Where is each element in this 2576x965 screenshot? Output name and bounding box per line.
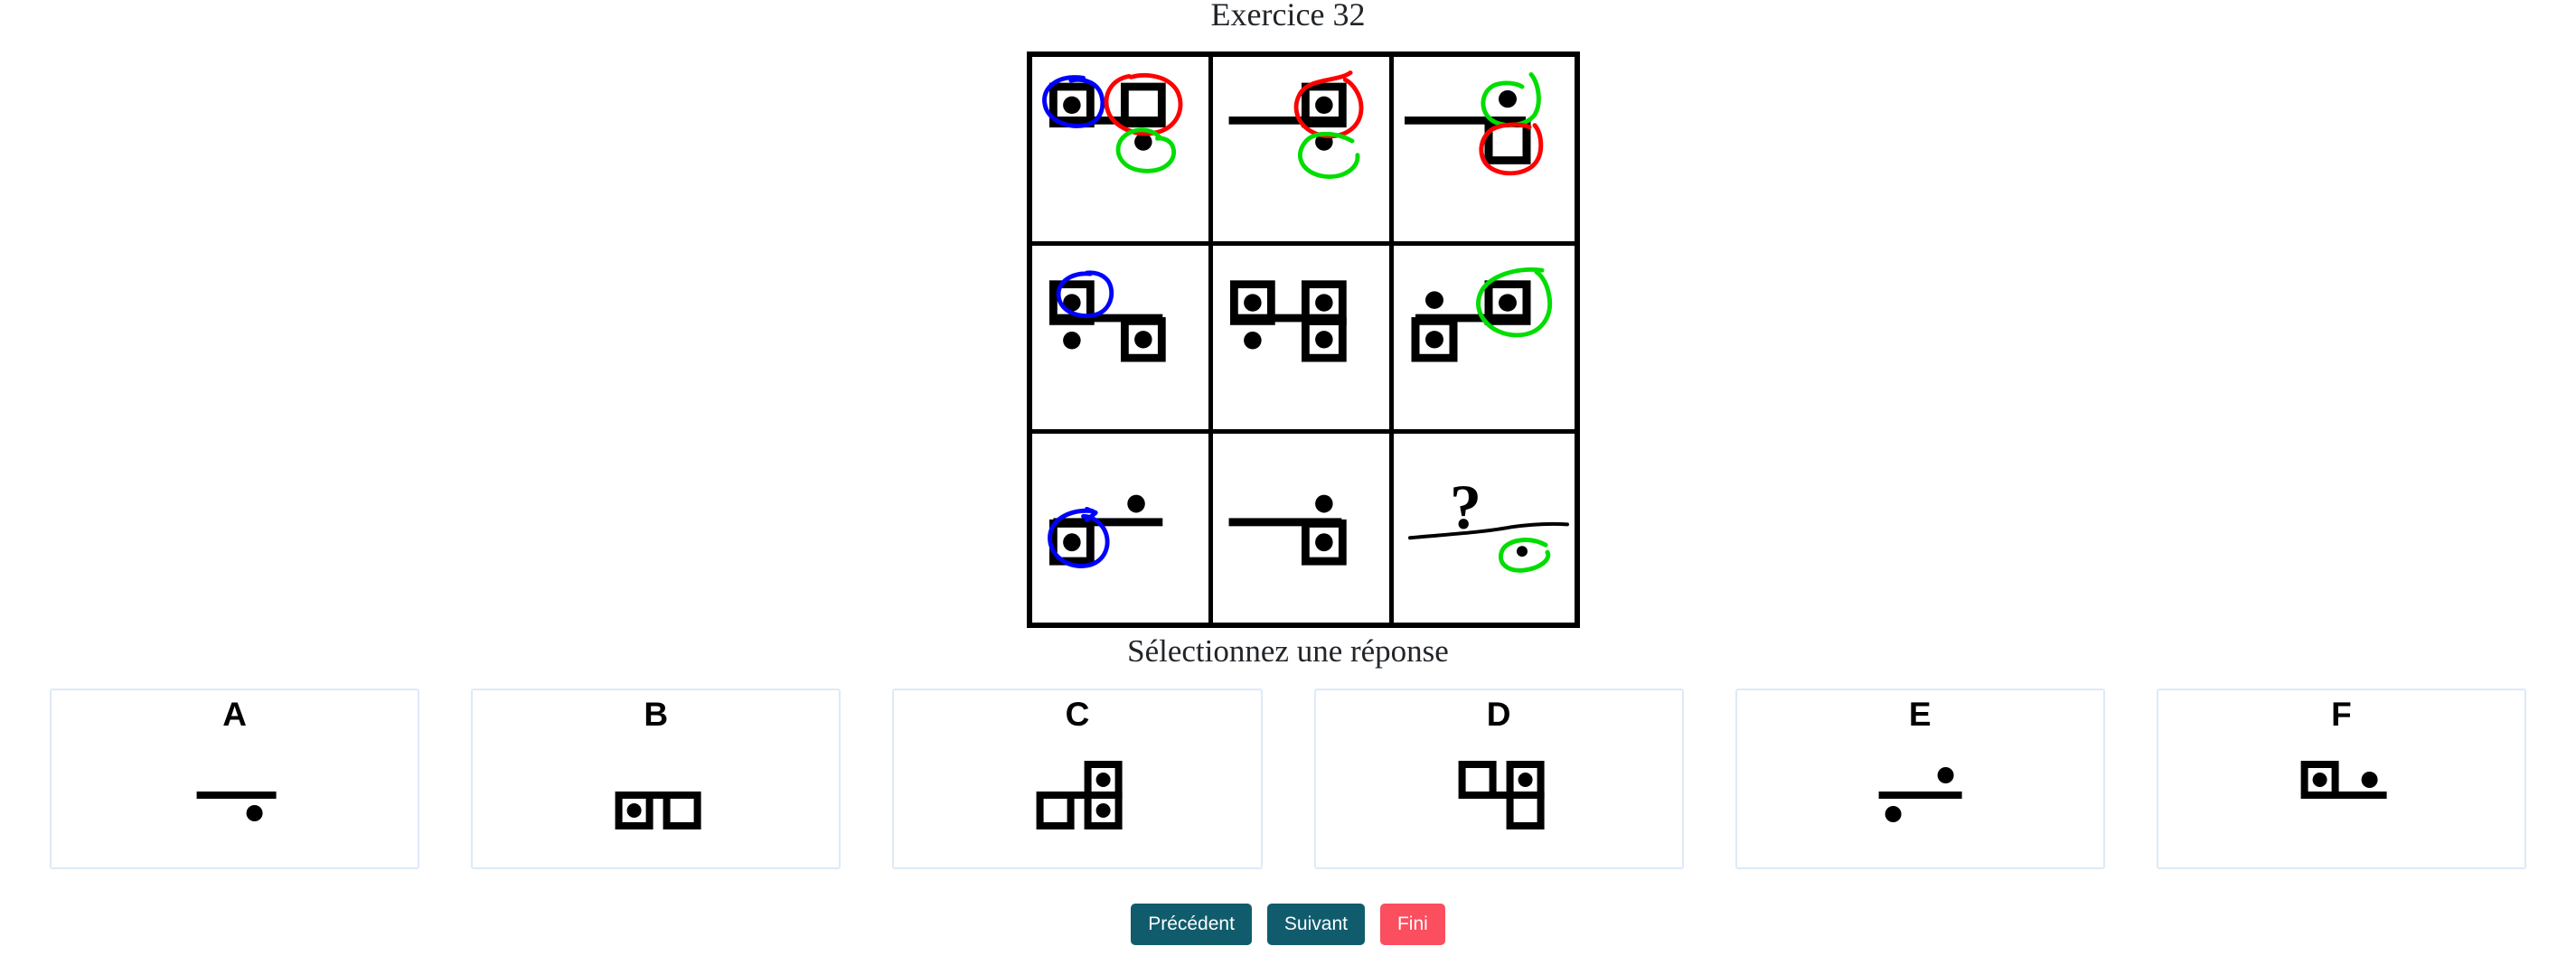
option-figure-f	[2158, 739, 2524, 866]
answer-option-e[interactable]: E	[1735, 689, 2105, 869]
option-letter-a: A	[222, 696, 247, 733]
option-letter-b: B	[644, 696, 669, 733]
matrix-cell-2-2	[1213, 245, 1394, 435]
select-answer-prompt: Sélectionnez une réponse	[1127, 633, 1449, 669]
previous-button[interactable]: Précédent	[1131, 904, 1252, 945]
matrix-cell-1-2	[1213, 57, 1394, 246]
option-figure-b	[473, 739, 839, 866]
answer-option-f[interactable]: F	[2156, 689, 2527, 869]
navigation-buttons: Précédent Suivant Fini	[0, 904, 2576, 945]
option-letter-f: F	[2331, 696, 2352, 733]
matrix-grid: ?	[1032, 57, 1575, 623]
option-figure-a	[52, 739, 418, 866]
finish-button[interactable]: Fini	[1379, 904, 1445, 945]
answer-option-b[interactable]: B	[471, 689, 841, 869]
option-figure-c	[894, 739, 1260, 866]
cell-figure-3-3-question: ?	[1408, 473, 1569, 574]
matrix-cell-3-2	[1213, 434, 1394, 623]
matrix-cell-3-1	[1032, 434, 1213, 623]
cell-figure-3-1	[1048, 494, 1163, 569]
cell-figure-1-3	[1405, 71, 1544, 176]
matrix-cell-2-3	[1394, 246, 1575, 435]
answer-option-d[interactable]: D	[1313, 689, 1684, 869]
option-figure-d	[1316, 739, 1682, 866]
matrix-cell-1-3	[1394, 57, 1575, 246]
next-button[interactable]: Suivant	[1266, 904, 1365, 945]
option-figure-e	[1737, 739, 2103, 866]
answer-option-a[interactable]: A	[50, 689, 420, 869]
cell-figure-1-2	[1228, 70, 1364, 179]
matrix-cell-1-1	[1032, 57, 1213, 246]
answer-option-c[interactable]: C	[892, 689, 1263, 869]
matrix-cell-3-3: ?	[1394, 434, 1575, 623]
cell-figure-3-2	[1228, 494, 1347, 566]
matrix-puzzle: ?	[1027, 52, 1580, 628]
cell-figure-2-2	[1230, 279, 1347, 362]
option-letter-c: C	[1065, 696, 1090, 733]
option-letter-e: E	[1908, 696, 1932, 733]
cell-figure-1-1	[1042, 72, 1183, 173]
cell-figure-2-3	[1411, 267, 1553, 362]
answer-options: A B C	[50, 689, 2527, 869]
page-title: Exercice 32	[1210, 0, 1366, 33]
matrix-cell-2-1	[1032, 245, 1213, 435]
cell-figure-2-1	[1049, 270, 1166, 362]
option-letter-d: D	[1486, 696, 1511, 733]
